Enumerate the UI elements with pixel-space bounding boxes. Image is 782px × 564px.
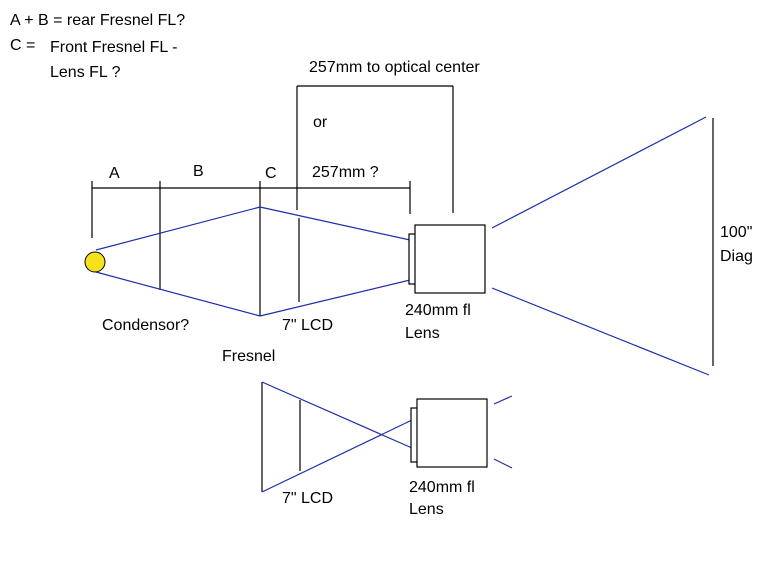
ray-lamp-to-fresnel-bottom — [95, 271, 261, 317]
bottom-projection-ray-top — [493, 395, 513, 405]
condensor-label: Condensor? — [102, 317, 189, 334]
ray-fresnel-to-lens-top — [259, 206, 411, 241]
note-line-2: Front Fresnel FL - — [50, 39, 177, 56]
lamp-bulb — [84, 251, 106, 273]
ray-lamp-to-fresnel-top — [95, 206, 261, 251]
projection-ray-bottom — [491, 287, 710, 376]
note-line-1: A + B = rear Fresnel FL? — [10, 12, 185, 29]
dimension-label-b: B — [193, 163, 204, 180]
alt-distance-label: 257mm ? — [312, 164, 379, 181]
screen-size-label: 100" — [720, 224, 752, 241]
or-label: or — [313, 114, 328, 131]
lcd-top-label: 7" LCD — [282, 317, 333, 334]
note-line-2-prefix: C = — [10, 37, 35, 54]
lens-bottom-label-lens: Lens — [409, 501, 444, 518]
bottom-projection-ray-bottom — [493, 458, 513, 469]
lens-top-label-fl: 240mm fl — [405, 302, 471, 319]
projection-ray-top — [491, 116, 707, 229]
ray-fresnel-to-lens-bottom — [259, 279, 411, 317]
lens-bottom-body — [416, 398, 488, 468]
fresnel-label: Fresnel — [222, 348, 275, 365]
lens-top-label-lens: Lens — [405, 325, 440, 342]
lcd-bottom-label: 7" LCD — [282, 490, 333, 507]
note-line-3: Lens FL ? — [50, 64, 121, 81]
optical-center-label: 257mm to optical center — [309, 59, 480, 76]
dimension-label-a: A — [109, 165, 120, 182]
lens-bottom-label-fl: 240mm fl — [409, 479, 475, 496]
crossing-ray-down — [261, 381, 413, 449]
lens-top-body — [414, 224, 486, 294]
screen-diag-label: Diag — [720, 248, 753, 265]
crossing-ray-up — [261, 419, 413, 493]
dimension-label-c: C — [265, 165, 277, 182]
